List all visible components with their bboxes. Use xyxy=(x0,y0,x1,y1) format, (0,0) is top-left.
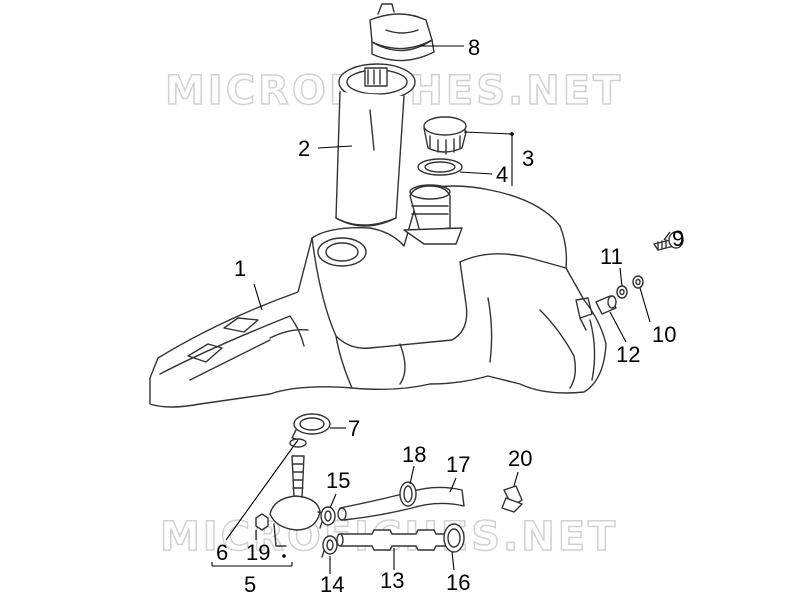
callout-3: 3 xyxy=(522,146,535,171)
callout-8: 8 xyxy=(468,35,481,60)
part-bushing-12 xyxy=(595,295,617,315)
part-clamp-15 xyxy=(319,506,336,529)
part-hose-17 xyxy=(337,486,465,521)
callout-2: 2 xyxy=(298,136,311,161)
part-clamp-16 xyxy=(443,523,465,553)
callout-16: 16 xyxy=(446,570,471,595)
part-clamp-18 xyxy=(399,481,417,507)
callout-20: 20 xyxy=(508,446,533,471)
part-washer-11 xyxy=(616,285,628,299)
callout-11: 11 xyxy=(600,244,623,269)
callout-7: 7 xyxy=(348,416,361,441)
part-fuel-tank xyxy=(149,184,607,408)
callout-19: 19 xyxy=(246,540,271,565)
part-hose-13 xyxy=(336,529,453,551)
callout-12: 12 xyxy=(616,342,641,367)
part-level-sensor xyxy=(335,63,416,227)
callout-15: 15 xyxy=(326,468,351,493)
callout-17: 17 xyxy=(446,452,471,477)
part-clamp-7 xyxy=(291,413,331,441)
callout-5: 5 xyxy=(244,572,257,597)
callout-10: 10 xyxy=(652,322,677,347)
part-clip-20 xyxy=(501,485,523,513)
part-filler-cap xyxy=(369,3,435,62)
part-fuel-tap xyxy=(269,438,335,547)
callout-leaders xyxy=(211,45,671,574)
callout-18: 18 xyxy=(402,442,427,467)
callout-9: 9 xyxy=(672,226,685,251)
part-tank-cap xyxy=(423,116,467,155)
callout-1: 1 xyxy=(234,256,247,281)
callout-13: 13 xyxy=(380,568,405,593)
part-washer-10 xyxy=(632,275,644,289)
callout-14: 14 xyxy=(320,572,345,597)
part-clamp-14 xyxy=(321,535,338,558)
callout-6: 6 xyxy=(216,540,229,565)
callout-4: 4 xyxy=(496,162,509,187)
part-nut-19 xyxy=(255,513,269,531)
part-bolt-9 xyxy=(653,231,684,251)
